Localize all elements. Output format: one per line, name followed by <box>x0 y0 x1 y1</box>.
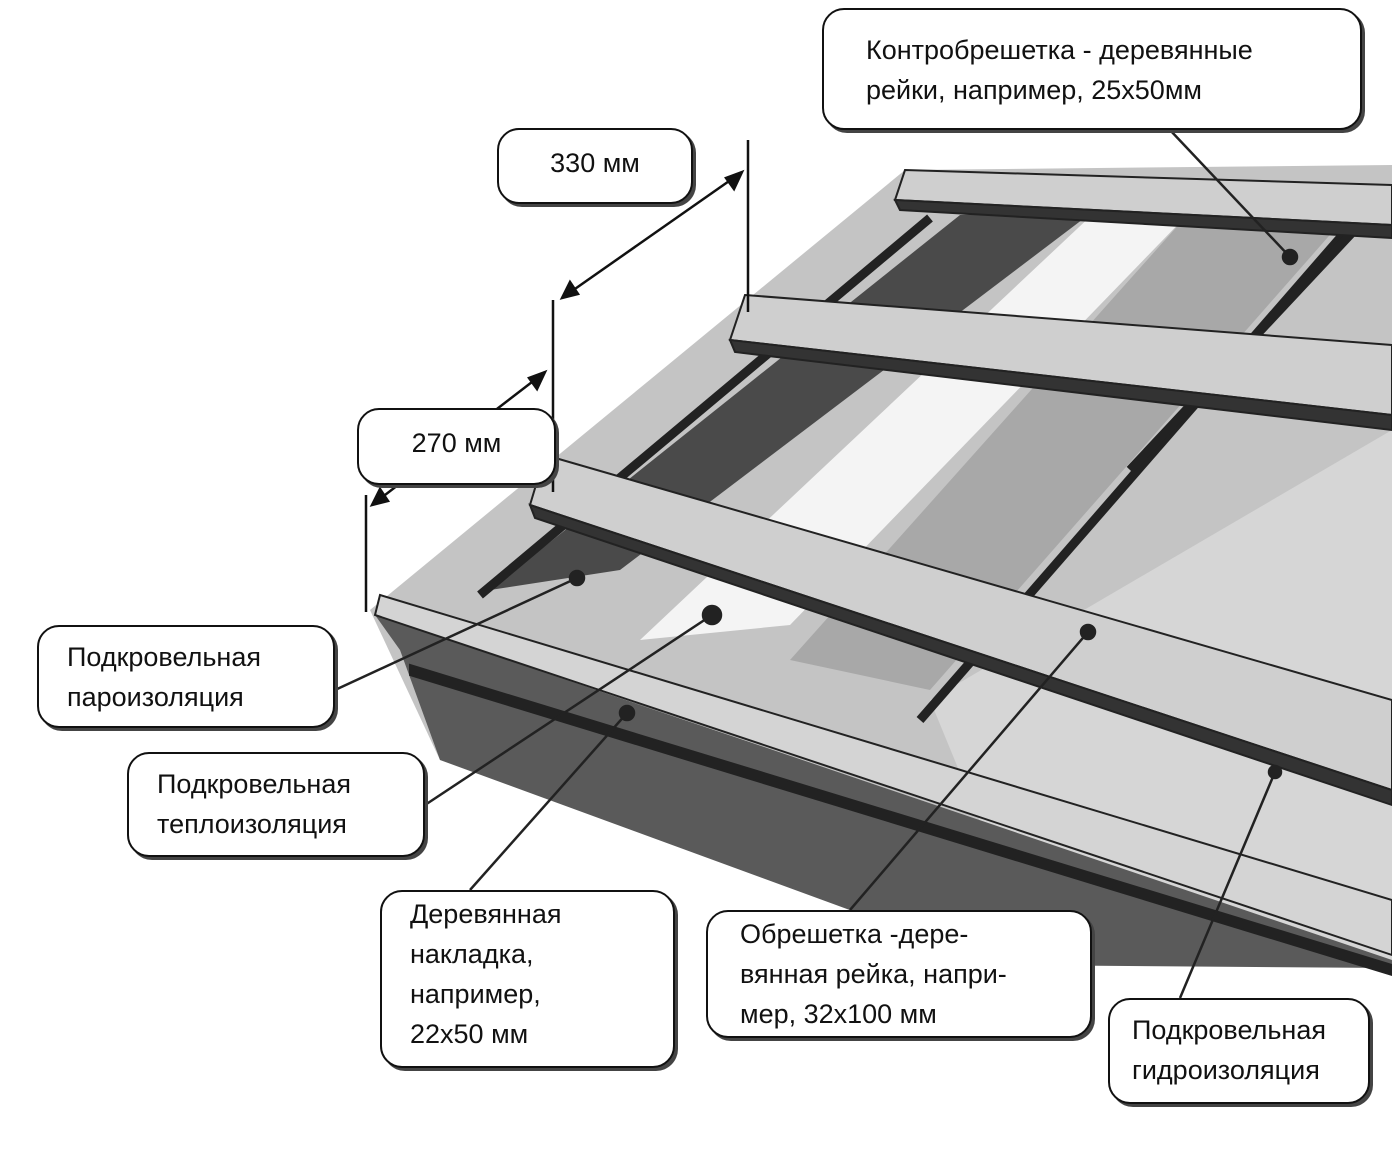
label-line: теплоизоляция <box>157 809 347 839</box>
label-line: мер, 32x100 мм <box>740 999 937 1029</box>
label-vapour-barrier: Подкровельная пароизоляция <box>37 625 335 728</box>
label-line: вянная рейка, напри- <box>740 959 1007 989</box>
label-line: Подкровельная <box>67 642 261 672</box>
label-line: накладка, <box>410 939 534 969</box>
battens <box>373 168 1392 977</box>
label-line: пароизоляция <box>67 682 244 712</box>
label-line: 22x50 мм <box>410 1019 529 1049</box>
label-batten: Обрешетка -дере- вянная рейка, напри- ме… <box>706 910 1092 1038</box>
label-waterproofing: Подкровельная гидроизоляция <box>1108 998 1370 1104</box>
leader-lines <box>334 129 1299 999</box>
label-counter-batten: Контробрешетка - деревянные рейки, напри… <box>822 8 1362 130</box>
label-dim-330: 330 мм <box>497 128 693 204</box>
label-line: Подкровельная <box>1132 1015 1326 1045</box>
dimension-lines <box>364 140 750 612</box>
label-line: Обрешетка -дере- <box>740 919 969 949</box>
label-thermal-insulation: Подкровельная теплоизоляция <box>127 752 425 857</box>
fascia <box>375 615 1392 968</box>
label-line: гидроизоляция <box>1132 1055 1320 1085</box>
label-line: Контробрешетка - деревянные <box>866 35 1253 65</box>
label-line: Деревянная <box>410 899 562 929</box>
label-line: Подкровельная <box>157 769 351 799</box>
label-line: рейки, например, 25x50мм <box>866 75 1202 105</box>
label-line: например, <box>410 979 541 1009</box>
label-wood-overlay: Деревянная накладка, например, 22x50 мм <box>380 890 675 1068</box>
label-dim-270: 270 мм <box>357 408 556 485</box>
